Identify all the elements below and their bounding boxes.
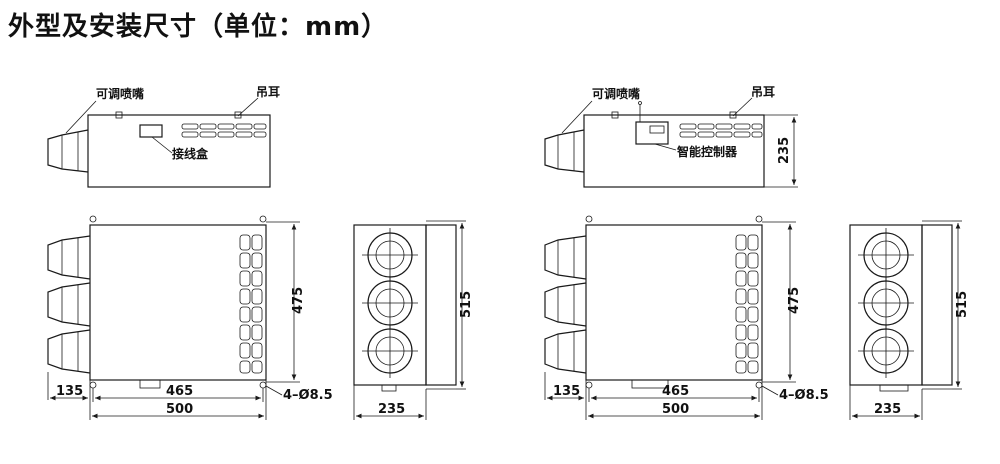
dim-nozzle-length-right: 135 — [553, 384, 580, 399]
dim-front-height-right: 475 — [787, 287, 802, 314]
lifting-ear-label: 吊耳 — [256, 85, 280, 99]
dim-body-width-left: 500 — [166, 402, 193, 417]
dim-front-height-left: 475 — [291, 287, 306, 314]
dim-end-height-left: 515 — [459, 291, 474, 318]
dim-end-width-right: 235 — [874, 402, 901, 417]
nozzle-label: 可调喷嘴 — [96, 86, 144, 101]
end-view-right — [849, 220, 962, 420]
front-vents-right — [735, 234, 759, 374]
dim-end-width-left: 235 — [378, 402, 405, 417]
side-vents-left — [181, 123, 267, 138]
side-view-left — [47, 97, 271, 188]
dim-mount-holes-left: 4–Ø8.5 — [283, 388, 333, 403]
side-vents-right — [679, 123, 763, 138]
dim-hole-spacing-right: 465 — [662, 384, 689, 399]
lifting-ear-label-right: 吊耳 — [751, 85, 775, 99]
dim-mount-holes-right: 4–Ø8.5 — [779, 388, 829, 403]
dim-body-width-right: 500 — [662, 402, 689, 417]
front-vents-left — [239, 234, 263, 374]
front-view-left — [47, 215, 300, 420]
front-view-right — [544, 215, 796, 420]
junction-box-label: 接线盒 — [172, 146, 209, 161]
dim-end-height-right: 515 — [955, 291, 970, 318]
smart-controller-label: 智能控制器 — [676, 144, 738, 159]
dim-hole-spacing-left: 465 — [166, 384, 193, 399]
page-title: 外型及安装尺寸（单位：mm） — [8, 12, 389, 42]
side-view-right — [544, 97, 798, 188]
dim-side-height-right: 235 — [777, 137, 792, 164]
nozzle-label-right: 可调喷嘴 — [592, 86, 640, 101]
end-view-left — [353, 220, 466, 420]
dim-nozzle-length-left: 135 — [56, 384, 83, 399]
